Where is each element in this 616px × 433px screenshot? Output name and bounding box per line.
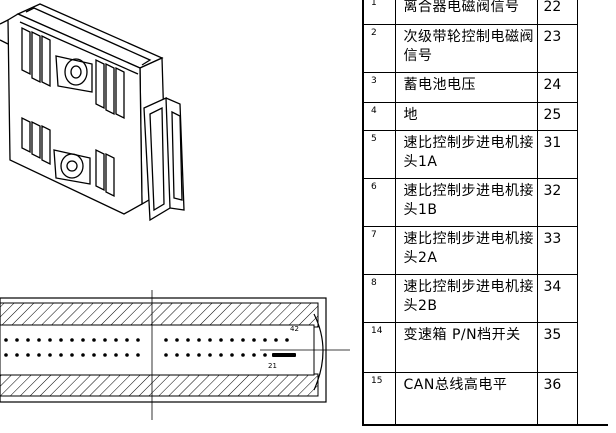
pin-number: 7: [362, 226, 396, 275]
pin-number: 6: [362, 178, 396, 227]
pin-function: 速比控制步进电机接头2A: [394, 226, 538, 275]
pin-function: 速比控制步进电机接头1A: [394, 130, 538, 179]
pin-number-secondary: 25: [536, 102, 577, 131]
pin-function: 蓄电池电压: [394, 72, 538, 103]
pin-function: 离合器电磁阀信号: [394, 0, 538, 25]
table-cut-column: [576, 226, 608, 275]
pin-function: 速比控制步进电机接头2B: [394, 274, 538, 323]
pin-number-secondary: 34: [536, 274, 577, 323]
table-cut-column: [576, 322, 608, 373]
pin-number-secondary: 23: [536, 24, 577, 73]
table-cut-column: [576, 102, 608, 131]
pin-number: 15: [362, 372, 396, 425]
pin-number-secondary: 24: [536, 72, 577, 103]
pin-number: 5: [362, 130, 396, 179]
pin-number: 14: [362, 322, 396, 373]
connector-label-21: 21: [268, 362, 277, 370]
ecu-housing-drawing: [0, 3, 185, 222]
pin-function: 地: [394, 102, 538, 131]
table-cut-column: [576, 130, 608, 179]
pin-function: CAN总线高电平: [394, 372, 538, 425]
pin-function: 次级带轮控制电磁阀信号: [394, 24, 538, 73]
table-cut-column: [576, 372, 608, 425]
pin-number-secondary: 32: [536, 178, 577, 227]
ecu-figure: 42 21: [0, 3, 350, 420]
connector-pinout-drawing: 42 21: [0, 290, 350, 420]
pin-function: 变速箱 P/N档开关: [394, 322, 538, 373]
pin-number: 8: [362, 274, 396, 323]
table-cut-column: [576, 24, 608, 73]
pin-number-secondary: 33: [536, 226, 577, 275]
pin-number: 4: [362, 102, 396, 131]
pin-number-secondary: 36: [536, 372, 577, 425]
table-cut-column: [576, 178, 608, 227]
pin-number-secondary: 35: [536, 322, 577, 373]
pin-function: 速比控制步进电机接头1B: [394, 178, 538, 227]
pin-number: 1: [362, 0, 396, 25]
pin-number: 2: [362, 24, 396, 73]
pin-number-secondary: 22: [536, 0, 577, 25]
pin-number: 3: [362, 72, 396, 103]
connector-label-42: 42: [290, 325, 299, 333]
table-cut-column: [576, 274, 608, 323]
table-cut-column: [576, 0, 608, 25]
pin-number-secondary: 31: [536, 130, 577, 179]
table-cut-column: [576, 72, 608, 103]
